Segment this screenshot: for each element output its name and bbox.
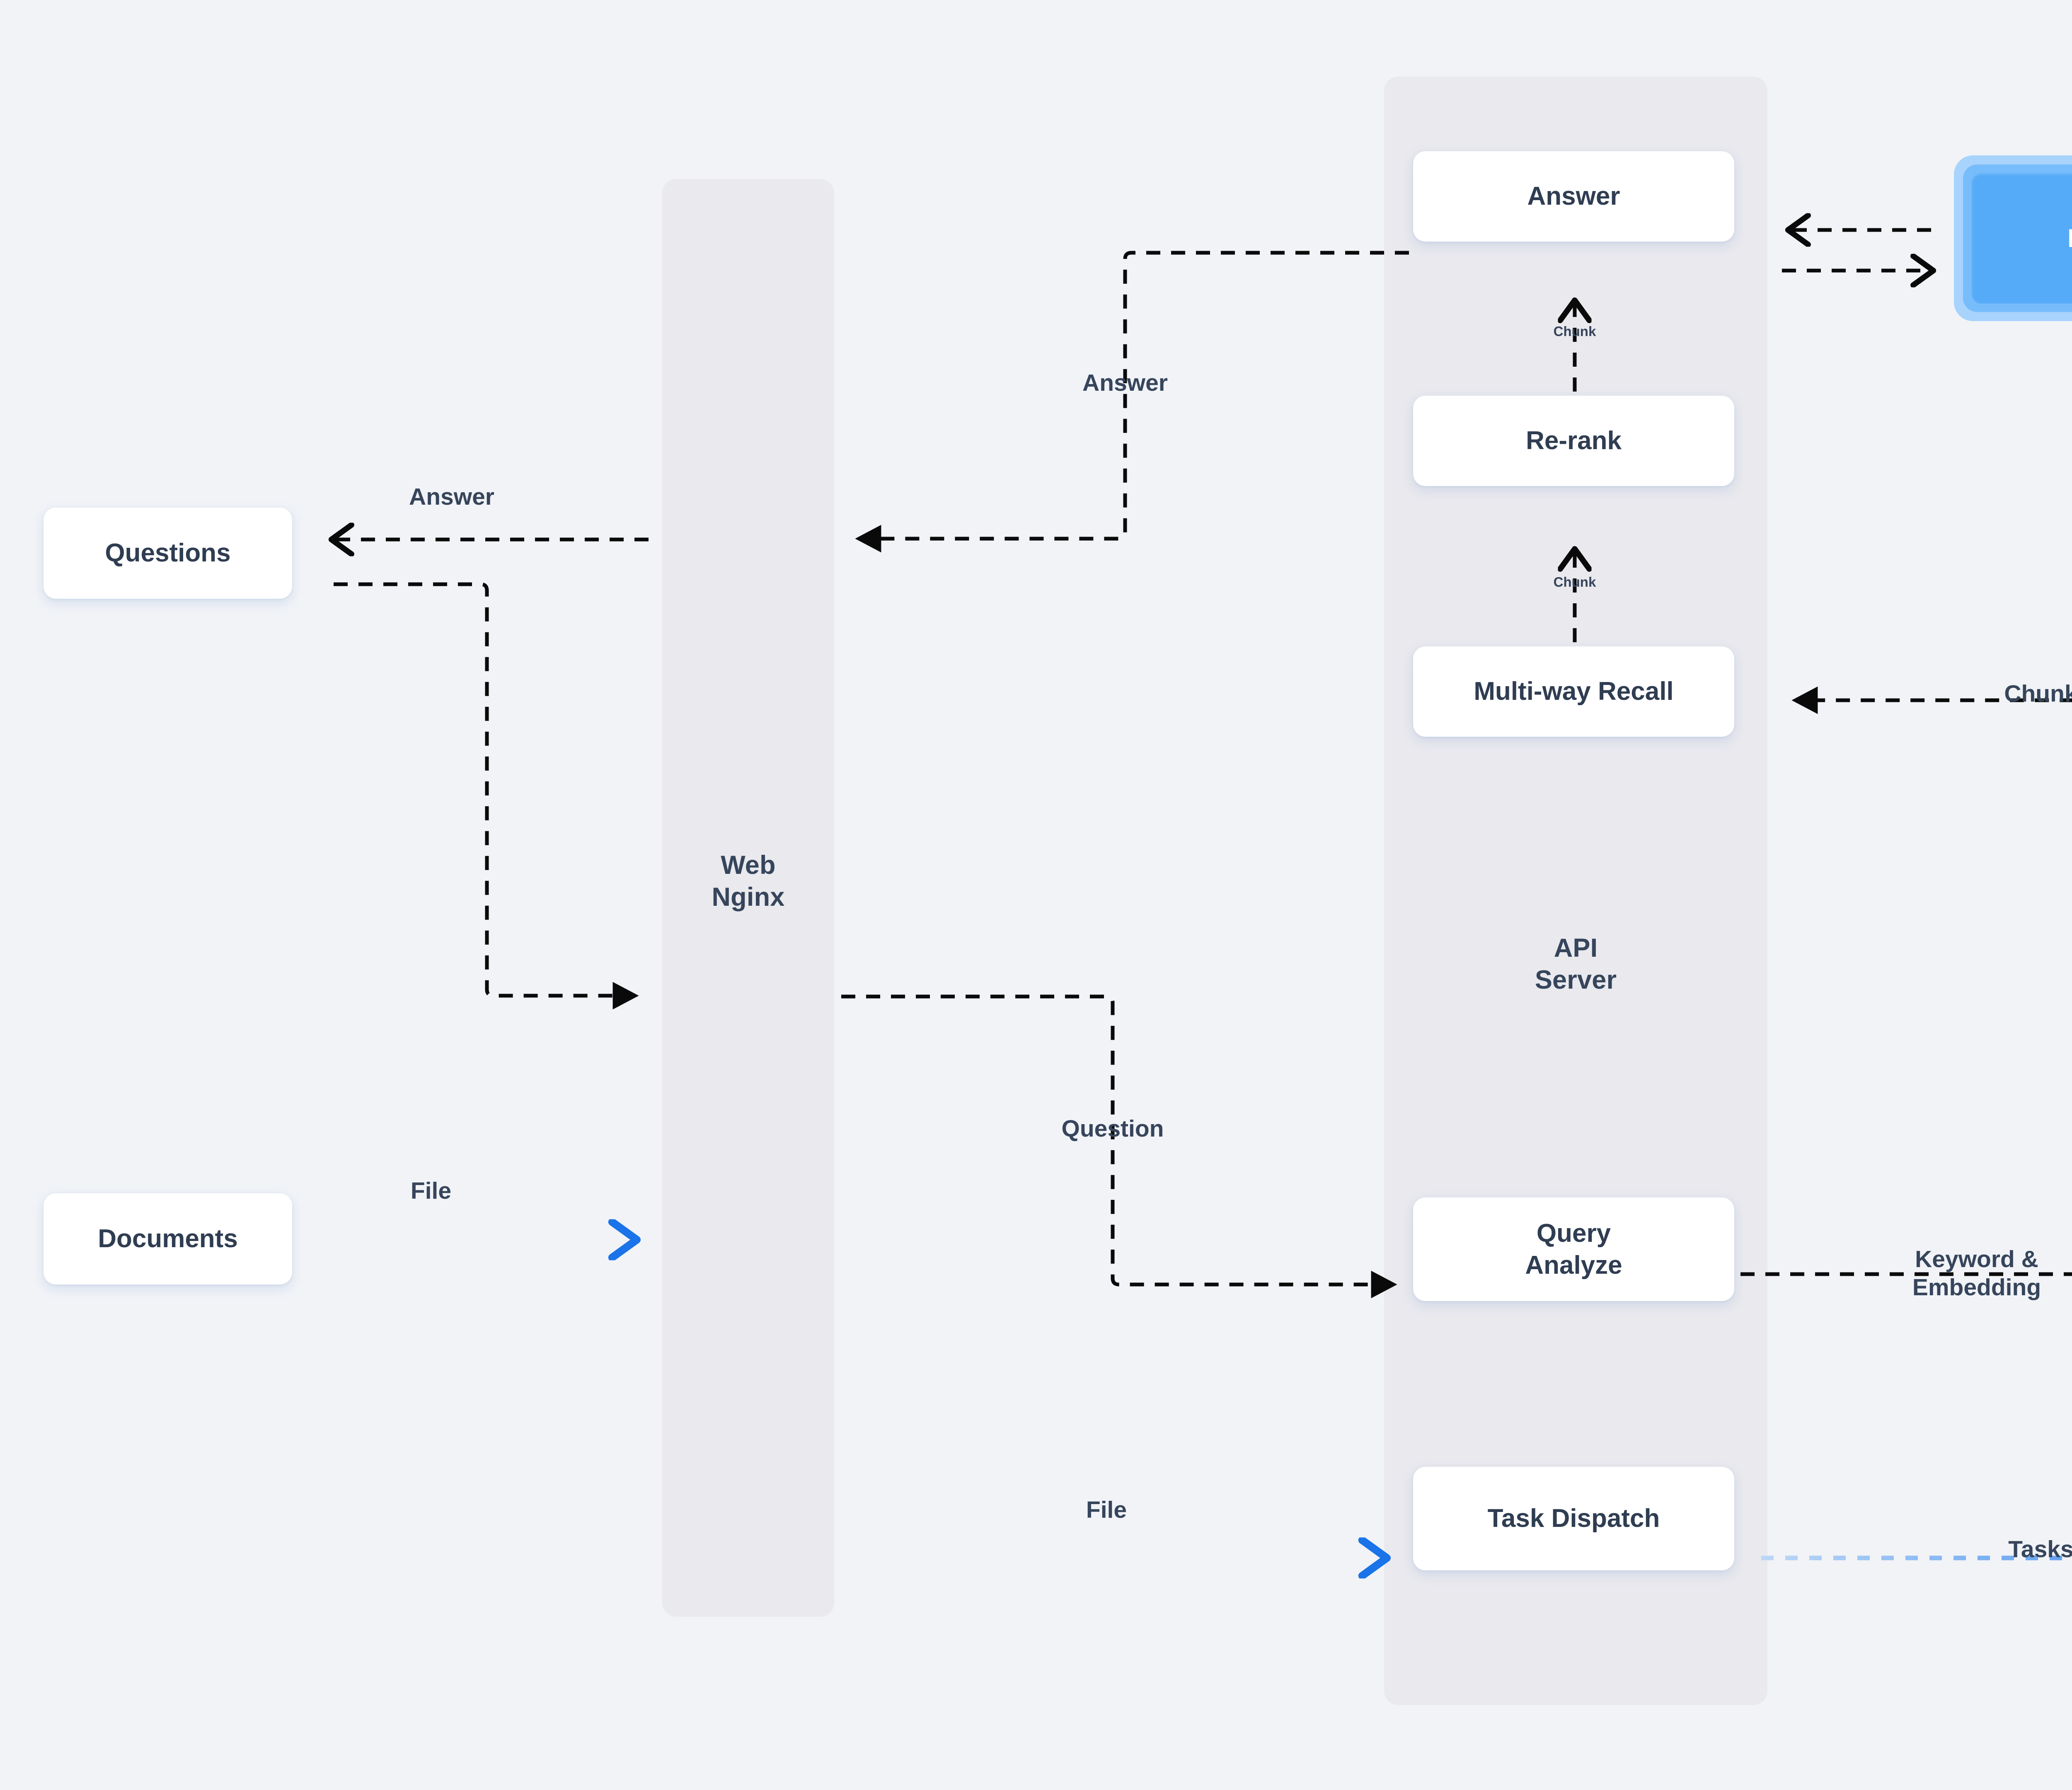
group-api-server <box>1384 77 1767 1705</box>
group-label-web-nginx: Web Nginx <box>712 851 785 912</box>
group-web-nginx <box>662 179 834 1617</box>
llms-label: LLMs <box>2067 224 2072 253</box>
node-task-dispatch[interactable]: Task Dispatch <box>1413 1467 1734 1570</box>
edge-label-file-dispatch: File <box>1086 1497 1127 1523</box>
edge-label-chunk-recall: Chunk <box>1553 574 1596 590</box>
edge-label-chunk-rerank: Chunk <box>1553 324 1596 339</box>
edge-questions-to-nginx <box>334 582 639 1010</box>
node-documents[interactable]: Documents <box>44 1193 292 1284</box>
group-label-api-server: API Server <box>1535 934 1617 994</box>
edge-label-question: Question <box>1061 1115 1164 1142</box>
edge-label-file-documents: File <box>410 1178 452 1204</box>
edge-label-keyword-embedding: Keyword & Embedding <box>1912 1246 2041 1301</box>
node-llms[interactable]: LLMs <box>1954 155 2072 321</box>
node-query-analyze[interactable]: Query Analyze <box>1413 1197 1734 1301</box>
node-answer[interactable]: Answer <box>1413 151 1734 242</box>
llms-mid-frame: LLMs <box>1963 164 2072 312</box>
node-multi-way-recall[interactable]: Multi-way Recall <box>1413 646 1734 737</box>
llms-inner-frame: LLMs <box>1971 173 2072 304</box>
edge-label-tasks: Tasks <box>2008 1536 2072 1563</box>
edge-tasks-dispatch-to-db <box>1761 1555 2072 1560</box>
blue-edge-group <box>332 912 2072 1558</box>
edge-chunk-db-to-recall <box>1791 686 2072 714</box>
node-re-rank[interactable]: Re-rank <box>1413 396 1734 486</box>
node-questions[interactable]: Questions <box>44 508 292 599</box>
edge-label-answer-top: Answer <box>409 484 494 510</box>
edge-label-chunk-db-recall: Chunk <box>2004 680 2072 707</box>
edge-label-answer-mid: Answer <box>1082 370 1168 396</box>
